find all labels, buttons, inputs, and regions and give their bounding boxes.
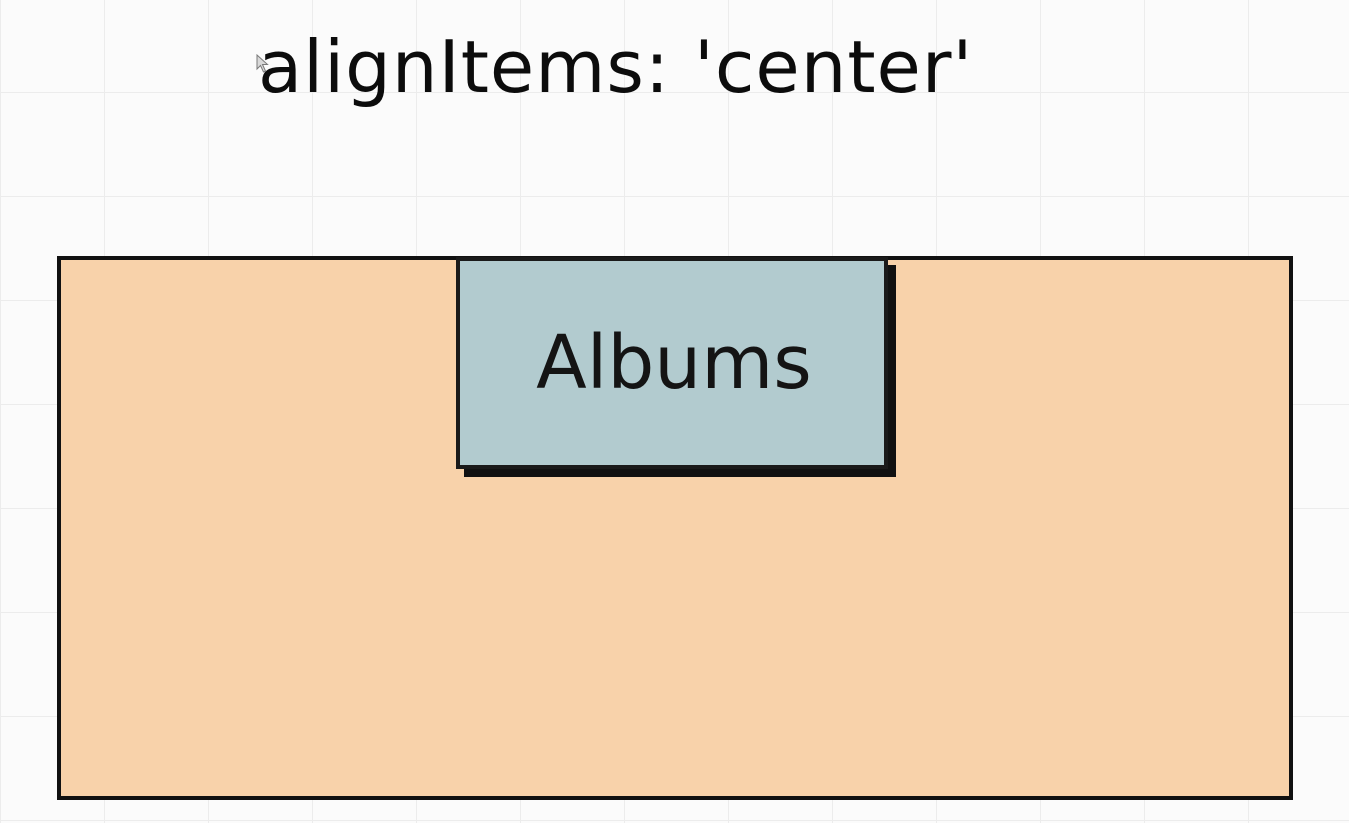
albums-label: Albums (536, 320, 812, 406)
albums-item-box: Albums (456, 257, 888, 469)
diagram-title: alignItems: 'center' (258, 25, 974, 109)
mouse-pointer-icon (256, 54, 269, 73)
